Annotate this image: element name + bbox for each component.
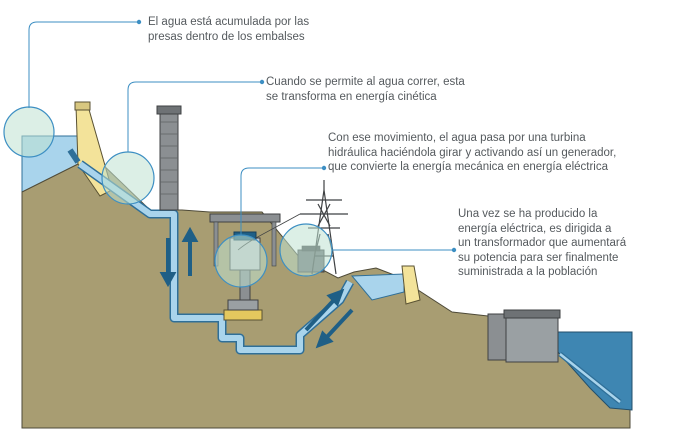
flow-arrows (159, 226, 354, 349)
lower-reservoir (350, 273, 405, 301)
small-dam-icon (401, 265, 421, 305)
magnifier-icon (214, 234, 268, 288)
callout-turbine-text: Con ese movimiento, el agua pasa por una… (328, 132, 617, 173)
callout-reservoir-text: El agua está acumulada por las presas de… (148, 16, 310, 43)
flow-arrow-head (159, 272, 177, 288)
leader-reservoir (28, 21, 139, 108)
powerhouse-right-post (271, 221, 277, 267)
chimney-cap (156, 105, 182, 115)
turbine-base (227, 299, 259, 311)
tailrace-water (559, 353, 621, 403)
magnifier-icon (3, 106, 55, 158)
flow-arrow-icon (304, 298, 336, 332)
flow-arrow-head (326, 288, 345, 307)
leader-turbine (240, 167, 324, 235)
callout-penstock-text: Cuando se permite al agua correr, esta s… (266, 76, 465, 103)
dam-crest-icon (74, 101, 91, 111)
flow-arrow-head (315, 330, 334, 349)
chimney-icon (159, 109, 179, 211)
callout-dots (136, 19, 457, 253)
outflow-roof (503, 309, 561, 319)
magnifier-icon (101, 151, 155, 205)
magnifier-icon (279, 223, 333, 277)
intake-pipe (67, 148, 81, 164)
flow-arrow-head (181, 226, 199, 242)
powerhouse-roof (209, 213, 281, 223)
flow-arrow-icon (324, 308, 354, 340)
leader-penstock (127, 81, 262, 152)
callout-transformer-text: Una vez se ha producido la energía eléct… (458, 208, 627, 278)
turbine-icon (223, 309, 263, 321)
chimney-bands (160, 121, 178, 195)
outflow-building-front (505, 315, 559, 363)
callout-leaders (28, 21, 454, 251)
